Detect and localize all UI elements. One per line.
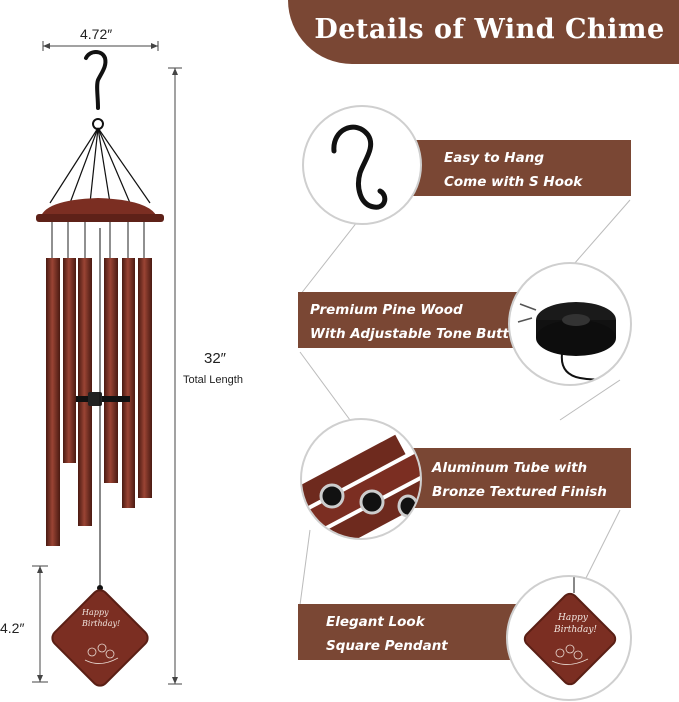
feature-pendant-line1: Elegant Look — [326, 614, 425, 630]
pendant-detail-circle: Happy Birthday! — [506, 575, 632, 701]
feature-band-wood: Premium Pine Wood With Adjustable Tone B… — [298, 292, 530, 348]
feature-hook-line1: Easy to Hang — [444, 150, 544, 166]
length-dimension-line — [168, 67, 182, 685]
width-dimension-label: 4.72″ — [80, 26, 113, 42]
title-banner — [288, 0, 679, 64]
s-hook-icon — [331, 124, 388, 210]
feature-hook-line2: Come with S Hook — [444, 174, 583, 190]
feature-pendant-line2: Square Pendant — [326, 638, 448, 654]
pendant-text-line2: Birthday! — [82, 619, 121, 628]
feature-tube-line1: Aluminum Tube with — [432, 460, 588, 476]
width-dimension-line — [42, 41, 159, 51]
tube-closeup-image — [302, 434, 420, 538]
wind-chime-image — [36, 50, 164, 687]
feature-wood-line1: Premium Pine Wood — [310, 302, 463, 318]
pendant-closeup-text-line2: Birthday! — [554, 625, 598, 635]
connector-lines — [299, 180, 631, 606]
feature-band-tube: Aluminum Tube with Bronze Textured Finis… — [392, 448, 631, 508]
feature-tube-line2: Bronze Textured Finish — [432, 484, 607, 500]
tone-button-detail-circle — [508, 262, 632, 386]
length-dimension-label: 32″ — [204, 350, 226, 367]
pendant-closeup-text-line1: Happy — [558, 613, 588, 623]
feature-band-pendant: Elegant Look Square Pendant — [298, 604, 530, 660]
pendant-dimension-line — [32, 565, 48, 683]
length-caption: Total Length — [183, 374, 243, 386]
tone-button-icon — [517, 302, 621, 381]
pendant-closeup-image — [523, 577, 617, 686]
feature-wood-line2: With Adjustable Tone Button — [310, 326, 528, 342]
pendant-dimension-label: 4.2″ — [0, 620, 25, 636]
page-title: Details of Wind Chime — [314, 14, 665, 45]
pendant-text-line1: Happy — [82, 608, 109, 617]
feature-band-hook: Easy to Hang Come with S Hook — [400, 140, 631, 196]
hook-detail-circle — [302, 105, 422, 225]
tube-detail-circle — [300, 418, 422, 540]
